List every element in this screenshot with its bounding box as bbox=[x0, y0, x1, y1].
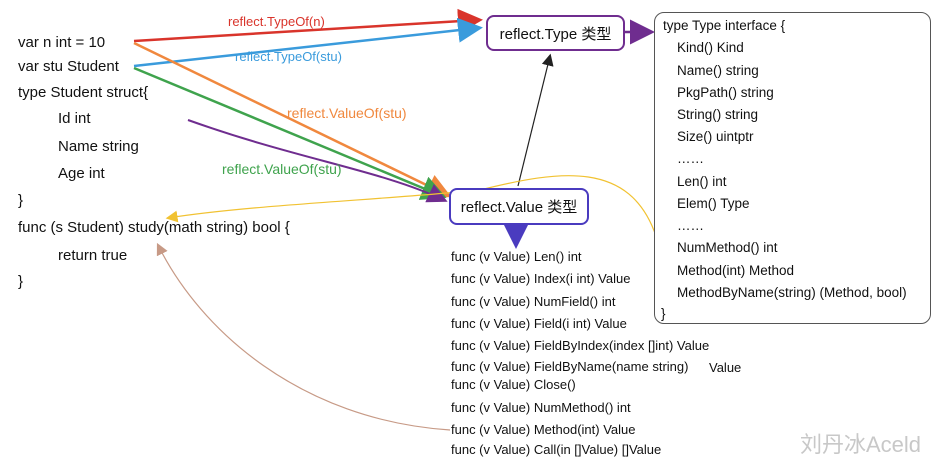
value-method-field: func (v Value) Field(i int) Value bbox=[451, 316, 627, 331]
iface-line-string: String() string bbox=[677, 107, 759, 122]
value-method-len: func (v Value) Len() int bbox=[451, 249, 582, 264]
value-method-numfield: func (v Value) NumField() int bbox=[451, 294, 616, 309]
code-line-struct-close: } bbox=[18, 192, 24, 209]
label-typeof-stu: reflect.TypeOf(stu) bbox=[235, 49, 342, 64]
watermark: 刘丹冰Aceld bbox=[800, 432, 922, 457]
iface-line-header: type Type interface { bbox=[663, 18, 786, 33]
value-method-method: func (v Value) Method(int) Value bbox=[451, 422, 636, 437]
iface-line-elem: Elem() Type bbox=[677, 196, 750, 211]
label-typeof-n: reflect.TypeOf(n) bbox=[228, 14, 325, 29]
code-line-type-struct: type Student struct{ bbox=[18, 84, 149, 101]
iface-line-kind: Kind() Kind bbox=[677, 40, 744, 55]
value-method-call: func (v Value) Call(in []Value) []Value bbox=[451, 442, 662, 457]
type-interface-box: type Type interface { Kind() Kind Name()… bbox=[654, 12, 931, 324]
code-line-func: func (s Student) study(math string) bool… bbox=[18, 219, 290, 236]
valueof-green-arrow bbox=[133, 66, 447, 200]
code-line-field-id: Id int bbox=[58, 110, 91, 127]
value-method-nummethod: func (v Value) NumMethod() int bbox=[451, 400, 631, 415]
struct-to-value-arrow bbox=[187, 119, 448, 203]
value-to-type-arrow bbox=[517, 53, 554, 187]
code-line-func-close: } bbox=[18, 273, 24, 290]
value-method-index: func (v Value) Index(i int) Value bbox=[451, 271, 631, 286]
value-method-fieldbyname: func (v Value) FieldByName(name string) bbox=[451, 359, 689, 374]
label-valueof-green: reflect.ValueOf(stu) bbox=[222, 161, 342, 177]
value-method-fieldbyindex: func (v Value) FieldByIndex(index []int)… bbox=[451, 338, 710, 353]
code-line-field-name: Name string bbox=[58, 138, 139, 155]
code-line-return: return true bbox=[58, 247, 128, 264]
iface-line-size: Size() uintptr bbox=[677, 129, 754, 144]
reflect-value-label: reflect.Value 类型 bbox=[460, 199, 578, 216]
typeof-stu-arrow bbox=[133, 17, 483, 68]
code-line-var-n: var n int = 10 bbox=[18, 34, 106, 51]
reflect-type-label: reflect.Type 类型 bbox=[499, 25, 612, 43]
code-line-field-age: Age int bbox=[58, 165, 105, 182]
value-method-to-func-arrow bbox=[156, 242, 451, 431]
typeof-n-arrow bbox=[133, 8, 483, 43]
reflect-value-box: reflect.Value 类型 bbox=[449, 188, 589, 225]
iface-line-method: Method(int) Method bbox=[677, 263, 795, 278]
valueof-orange-arrow bbox=[133, 41, 452, 198]
iface-line-ellipsis-2: …… bbox=[677, 218, 704, 233]
iface-line-len: Len() int bbox=[677, 174, 727, 189]
label-valueof-orange: reflect.ValueOf(stu) bbox=[287, 105, 407, 121]
iface-line-name: Name() string bbox=[677, 63, 759, 78]
value-method-fieldbyname-suffix: Value bbox=[709, 360, 742, 375]
iface-line-methodbyname: MethodByName(string) (Method, bool) bbox=[677, 285, 907, 300]
reflect-type-box: reflect.Type 类型 bbox=[486, 15, 625, 51]
iface-line-nummethod: NumMethod() int bbox=[677, 240, 778, 255]
iface-line-close: } bbox=[661, 306, 666, 321]
iface-line-pkgpath: PkgPath() string bbox=[677, 85, 774, 100]
iface-line-ellipsis-1: …… bbox=[677, 151, 704, 166]
code-line-var-stu: var stu Student bbox=[18, 58, 119, 75]
value-method-close: func (v Value) Close() bbox=[451, 377, 576, 392]
